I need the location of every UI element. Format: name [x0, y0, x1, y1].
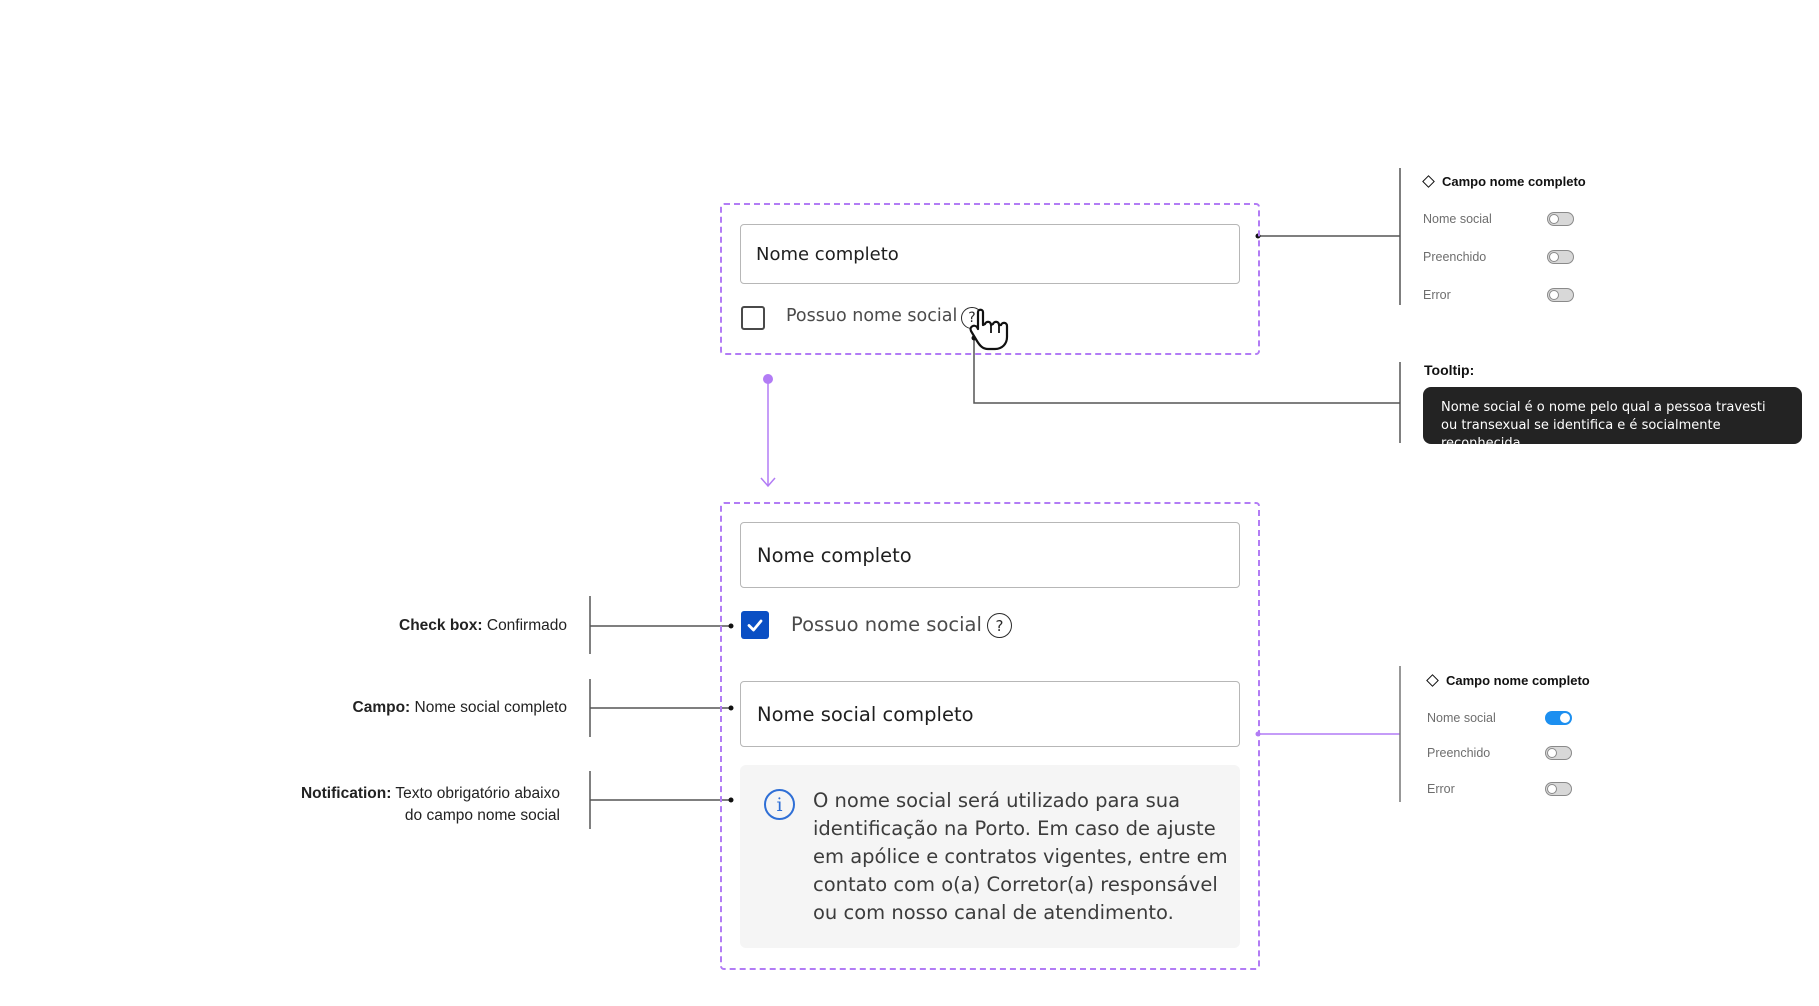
bottom-error-toggle[interactable] — [1545, 782, 1572, 796]
info-icon: i — [764, 789, 795, 820]
top-social-name-toggle[interactable] — [1547, 212, 1574, 226]
diamond-icon — [1422, 175, 1435, 188]
social-name-checkbox[interactable] — [741, 306, 765, 330]
top-error-toggle[interactable] — [1547, 288, 1574, 302]
diamond-icon-2 — [1426, 674, 1439, 687]
annotation-campo: Campo: Nome social completo — [352, 699, 568, 716]
help-circle-icon-2[interactable]: ? — [987, 613, 1012, 638]
annotation-notification: Notification: Texto obrigatório abaixo d… — [300, 785, 560, 824]
bottom-prop-social-name-label: Nome social — [1427, 711, 1496, 725]
full-name-field[interactable]: Nome completo — [740, 224, 1240, 284]
top-prop-filled-label: Preenchido — [1423, 250, 1487, 264]
top-prop-social-name-label: Nome social — [1423, 212, 1492, 226]
top-component-frame — [720, 203, 1260, 355]
tooltip-box: Nome social é o nome pelo qual a pessoa … — [1423, 387, 1802, 451]
top-prop-error-label: Error — [1423, 288, 1451, 302]
bottom-prop-error-label: Error — [1427, 782, 1455, 796]
social-name-field[interactable]: Nome social completo — [740, 681, 1240, 747]
full-name-field-label: Nome completo — [756, 243, 899, 265]
notification-text: O nome social será utilizado para sua id… — [813, 789, 1228, 924]
bottom-prop-filled-label: Preenchido — [1427, 746, 1491, 760]
bottom-social-name-toggle[interactable] — [1545, 711, 1572, 725]
annotation-checkbox: Check box: Confirmado — [399, 617, 567, 634]
top-panel-title: Campo nome completo — [1422, 174, 1586, 189]
bottom-component-frame — [720, 502, 1260, 970]
check-icon — [747, 619, 763, 632]
full-name-field-expanded[interactable]: Nome completo — [740, 522, 1240, 588]
social-name-checkbox-checked-label: Possuo nome social — [791, 613, 982, 636]
top-filled-toggle[interactable] — [1547, 250, 1574, 264]
pointer-hand-icon — [969, 308, 1009, 351]
bottom-panel-title: Campo nome completo — [1426, 673, 1590, 688]
social-name-checkbox-label: Possuo nome social — [786, 306, 958, 326]
social-name-checkbox-checked[interactable] — [741, 611, 769, 639]
full-name-field-expanded-label: Nome completo — [757, 543, 912, 567]
social-name-notification — [740, 765, 1240, 948]
tooltip-title: Tooltip: — [1424, 362, 1475, 378]
bottom-filled-toggle[interactable] — [1545, 746, 1572, 760]
social-name-field-label: Nome social completo — [757, 702, 974, 726]
